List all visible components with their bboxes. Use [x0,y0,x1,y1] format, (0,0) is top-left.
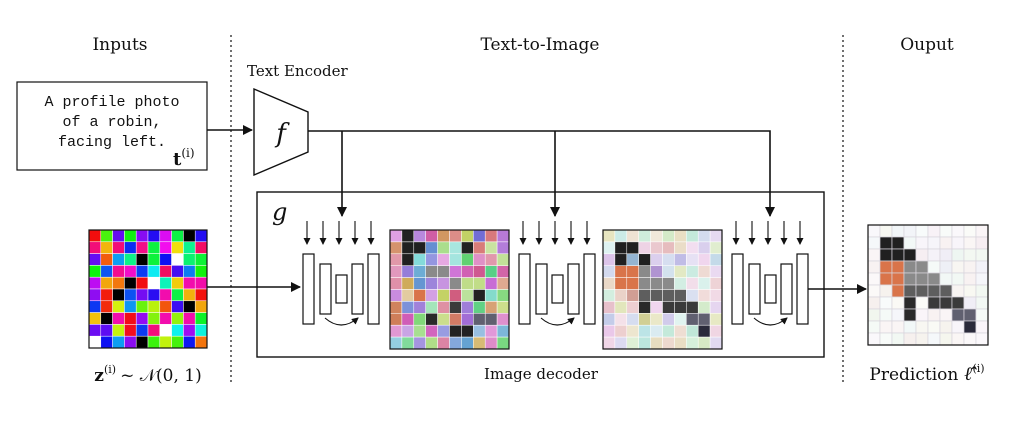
prediction-text: Prediction [869,365,958,385]
prompt-line-1: A profile photo [44,94,179,111]
prompt-line-2: of a robin, [62,114,161,131]
prediction-var-sup: (i) [972,362,984,375]
prompt-var-sup: (i) [181,146,194,160]
noise-var-base: z [94,366,104,386]
unet-block-3 [731,221,809,326]
decoder-symbol: g [272,198,287,226]
unet-block-2 [518,221,596,326]
encoder-to-block3-arrow [308,130,775,217]
image-decoder-label: Image decoder [484,365,599,383]
noise-var-sup: (i) [104,363,116,376]
prediction-image [867,224,989,346]
noise-distribution: ~ 𝒩(0, 1) [120,366,202,386]
image-decoder-box [256,191,825,358]
prompt-variable: t(i) [173,146,195,170]
noise-label: z(i) ~ 𝒩(0, 1) [94,363,201,386]
grid-layer [88,224,989,350]
prompt-line-3: facing left. [58,134,166,151]
text-encoder-label: Text Encoder [247,62,348,80]
prompt-var-base: t [173,149,182,170]
text-encoder-symbol: f [274,119,290,149]
unet-block-1 [302,221,380,326]
heading-text-to-image: Text-to-Image [481,35,600,55]
prompt-box [16,81,208,171]
heading-output: Ouput [900,35,954,55]
unet-layer [302,221,809,326]
intermediate-image-2 [602,229,723,350]
heading-inputs: Inputs [92,35,147,55]
intermediate-image-1 [389,229,510,350]
text-encoder-trapezoid [253,87,309,177]
noise-grid-image [88,229,208,349]
